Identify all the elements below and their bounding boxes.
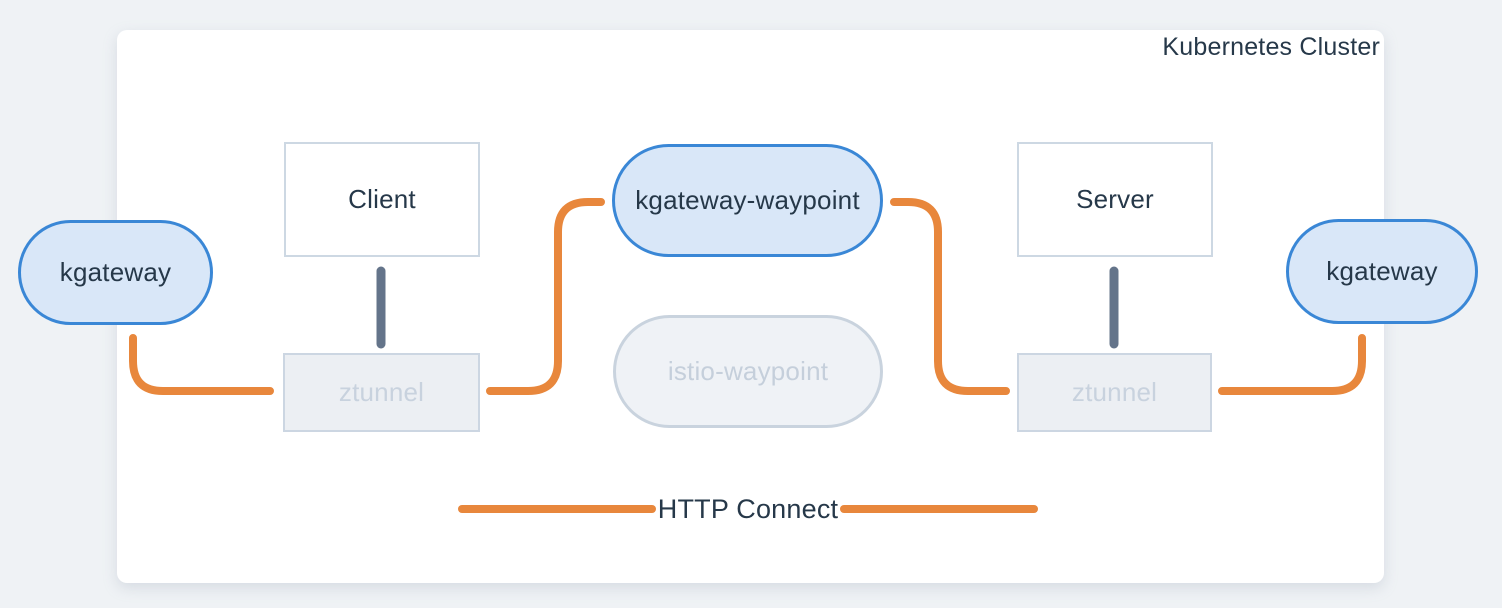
legend-line-right <box>840 505 1038 513</box>
node-server: Server <box>1017 142 1213 257</box>
node-kgateway-left: kgateway <box>18 220 213 325</box>
node-istio-waypoint: istio-waypoint <box>613 315 883 428</box>
node-ztunnel-right-label: ztunnel <box>1071 377 1158 407</box>
node-istio-waypoint-label: istio-waypoint <box>667 356 829 386</box>
node-ztunnel-left-label: ztunnel <box>338 377 425 407</box>
node-kgateway-waypoint-label: kgateway-waypoint <box>635 185 860 215</box>
kubernetes-cluster-box <box>117 30 1384 583</box>
node-client-label: Client <box>348 184 416 214</box>
http-connect-legend: HTTP Connect <box>458 492 1038 526</box>
legend-label: HTTP Connect <box>657 493 839 524</box>
node-kgateway-left-label: kgateway <box>59 257 172 287</box>
legend-line-left <box>458 505 656 513</box>
cluster-title: Kubernetes Cluster <box>1162 33 1380 61</box>
node-kgateway-waypoint: kgateway-waypoint <box>612 144 883 257</box>
node-ztunnel-right: ztunnel <box>1017 353 1212 432</box>
node-kgateway-right-label: kgateway <box>1326 256 1438 286</box>
node-client: Client <box>284 142 480 257</box>
node-kgateway-right: kgateway <box>1286 219 1478 324</box>
node-server-label: Server <box>1076 184 1154 214</box>
node-ztunnel-left: ztunnel <box>283 353 480 432</box>
